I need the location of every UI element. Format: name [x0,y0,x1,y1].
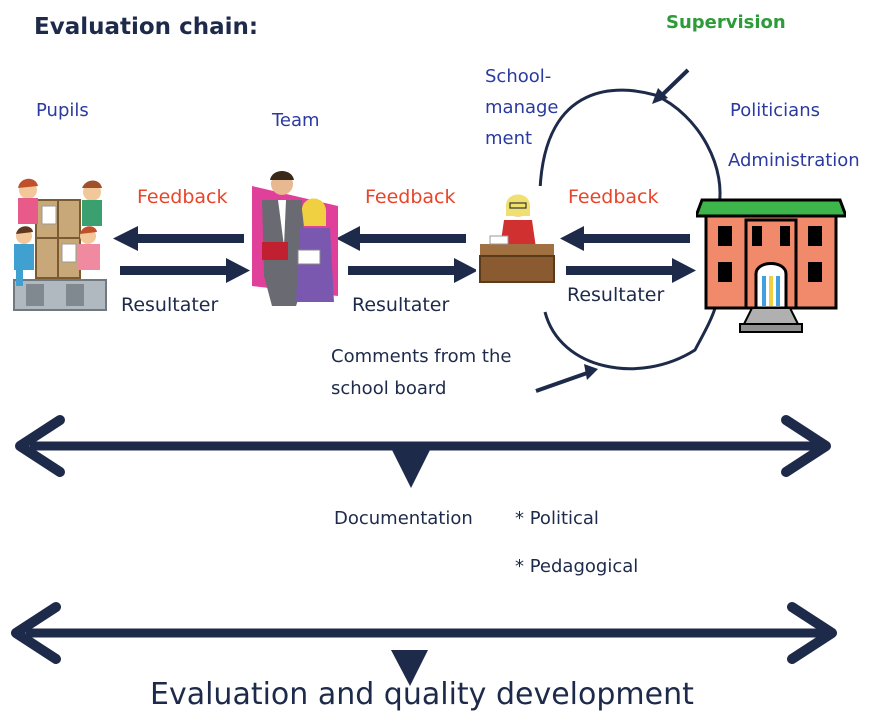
actor-school-management-line2: manage [485,97,559,118]
evaluation-double-arrow [11,602,837,686]
results-arrow-management-to-administration [566,258,696,283]
comments-line2: school board [331,378,447,399]
comments-arrow [535,370,591,393]
feedback-arrow-administration-to-management [560,226,690,251]
diagram-title: Evaluation chain: [34,14,259,40]
documentation-item-pedagogical: * Pedagogical [515,556,639,577]
actor-school-management-line1: School- [485,66,552,87]
pupils-clipart [13,178,107,311]
feedback-arrow-management-to-team [336,226,466,251]
feedback-arrow-team-to-pupils [113,226,244,251]
feedback-label-management-administration: Feedback [568,186,659,208]
supervision-arrow [657,68,690,100]
results-label-management-administration: Resultater [567,284,665,306]
school-management-clipart [476,186,558,286]
actor-administration-label: Administration [728,150,860,171]
feedback-label-pupils-team: Feedback [137,186,228,208]
feedback-label-team-management: Feedback [365,186,456,208]
administration-building-clipart [696,198,846,333]
actor-school-management-line3: ment [485,128,533,149]
actor-team-label: Team [272,110,320,131]
actor-pupils-label: Pupils [36,100,89,121]
supervision-oval-bottom [543,304,718,371]
supervision-oval [538,88,722,211]
team-clipart [252,171,338,306]
comments-arrow-head [584,364,598,380]
comments-line1: Comments from the [331,346,512,367]
documentation-double-arrow [15,415,831,488]
results-label-team-management: Resultater [352,294,450,316]
results-arrow-team-to-management [348,258,478,283]
supervision-label: Supervision [666,12,786,33]
footer-caption: Evaluation and quality development [150,677,694,712]
results-arrow-pupils-to-team [120,258,250,283]
documentation-label: Documentation [334,508,473,529]
results-label-pupils-team: Resultater [121,294,219,316]
documentation-item-political: * Political [515,508,599,529]
supervision-arrow-head [652,88,668,104]
actor-politicians-label: Politicians [730,100,820,121]
